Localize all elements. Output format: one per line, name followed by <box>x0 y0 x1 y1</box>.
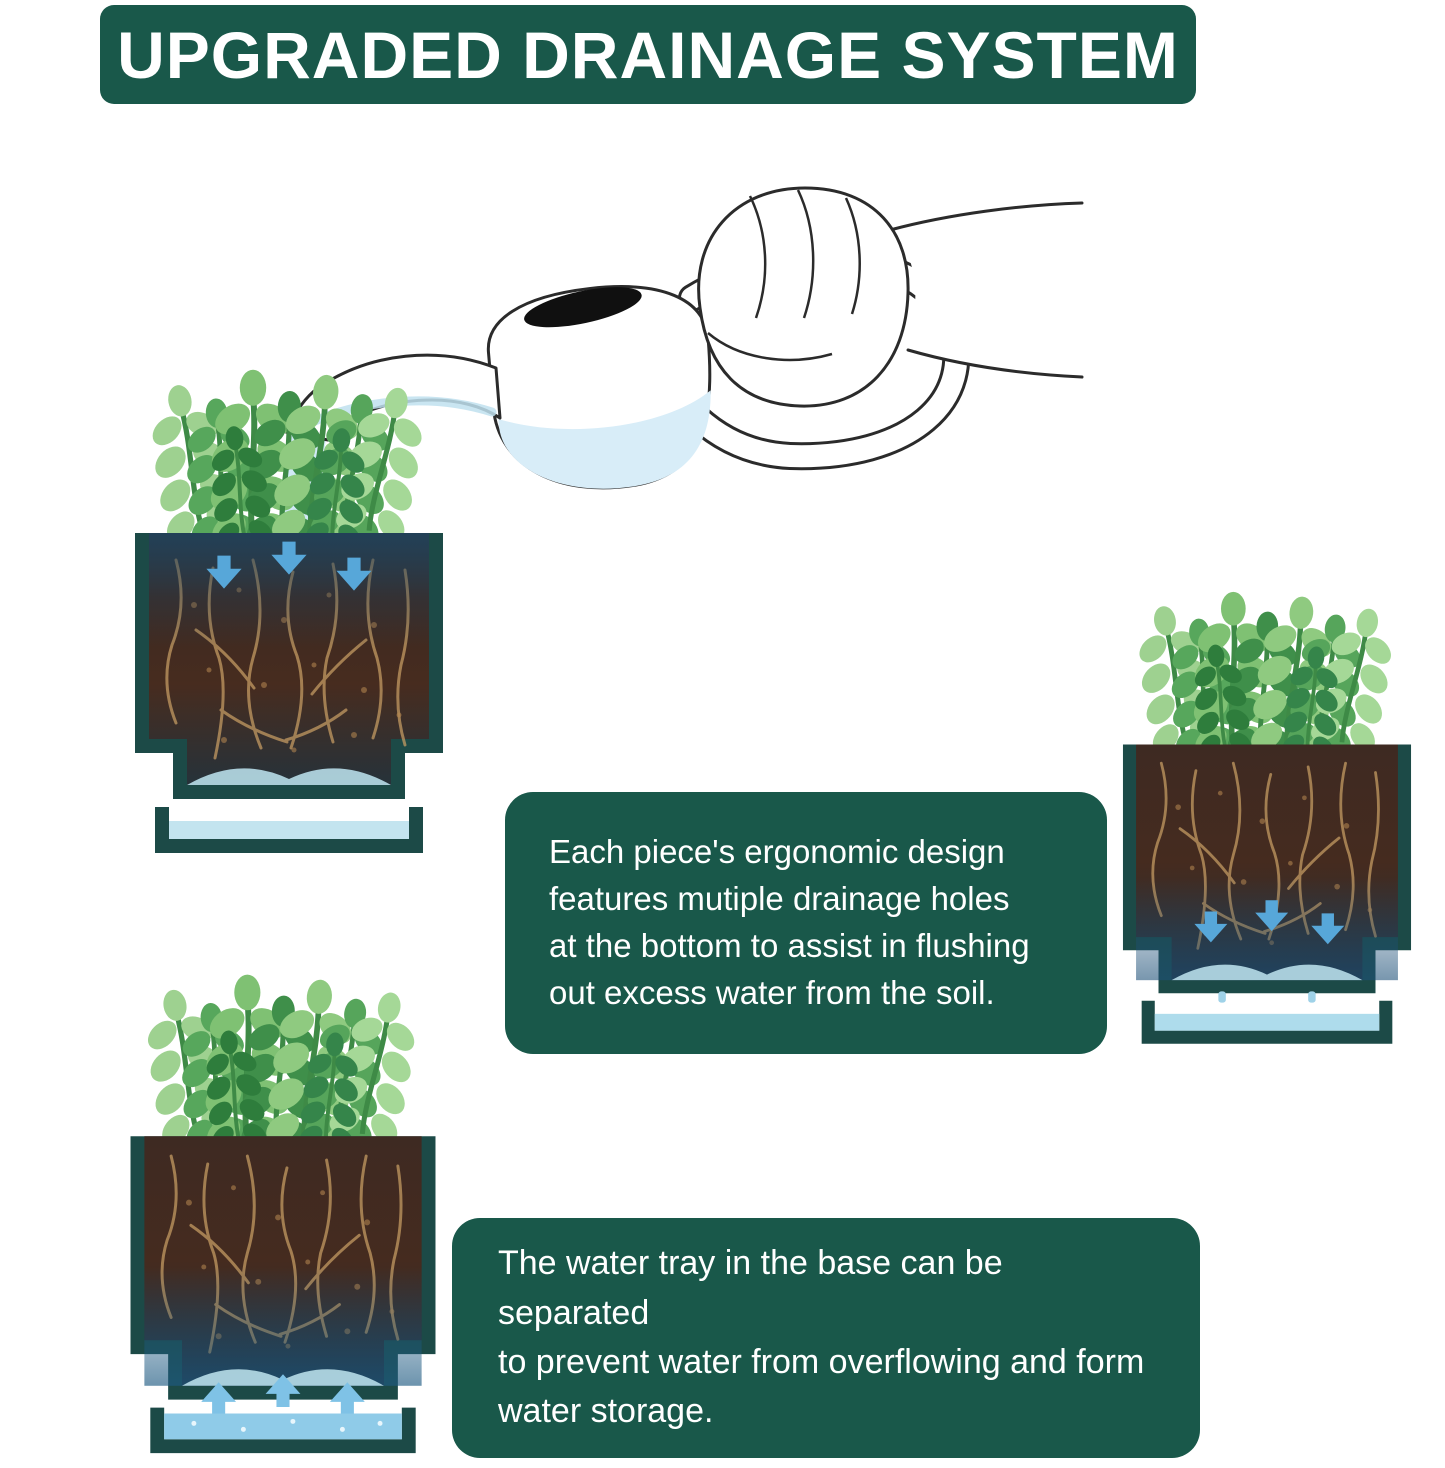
page-title: UPGRADED DRAINAGE SYSTEM <box>117 17 1179 92</box>
callout-water-tray: The water tray in the base can be separa… <box>452 1218 1200 1458</box>
water-tray <box>1141 1000 1393 1044</box>
drip <box>1308 991 1316 1003</box>
tray-water <box>1154 1013 1380 1031</box>
drainage-plate <box>1171 964 1363 981</box>
water-tray <box>150 1407 416 1454</box>
wet-soil-overlay <box>1136 877 1398 981</box>
header-banner: UPGRADED DRAINAGE SYSTEM <box>100 5 1196 104</box>
wet-soil-overlay <box>144 1266 422 1386</box>
pot-cross-section-water-tray-illustration <box>130 960 436 1454</box>
callout-water-tray-text: The water tray in the base can be separa… <box>498 1244 1145 1431</box>
tray-water <box>169 821 409 839</box>
drainage-plate <box>182 1369 384 1386</box>
plant-foliage <box>131 975 433 1157</box>
callout-drainage-holes-text: Each piece's ergonomic design features m… <box>549 833 1030 1011</box>
callout-drainage-holes: Each piece's ergonomic design features m… <box>505 792 1107 1054</box>
pot-cross-section-drainage-illustration <box>1122 578 1412 1044</box>
hand-icon <box>697 186 910 408</box>
pot-cross-section-watering-illustration <box>135 355 443 853</box>
water-tray <box>155 807 423 853</box>
water-in-can <box>498 390 711 489</box>
plant-foliage <box>135 370 440 554</box>
tray-water <box>164 1413 402 1440</box>
can-opening <box>524 287 642 328</box>
watering-can-icon <box>486 285 712 490</box>
plant-foliage <box>1123 592 1408 764</box>
drip <box>1218 991 1226 1003</box>
drainage-plate <box>187 768 391 785</box>
tray-bubbles <box>191 1418 383 1432</box>
